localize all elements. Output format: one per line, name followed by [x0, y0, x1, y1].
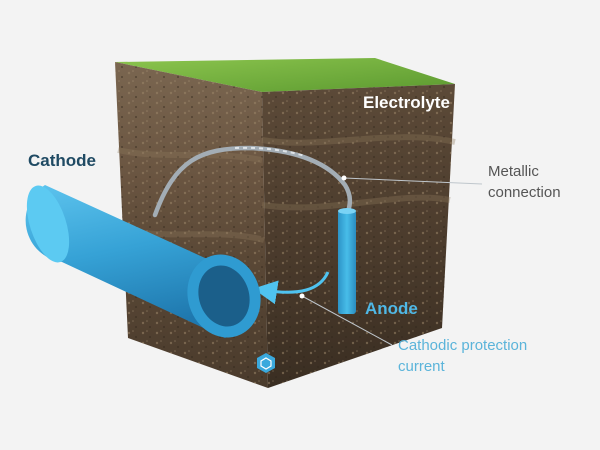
metallic-leader-line — [343, 177, 483, 185]
metallic-cable-dash — [234, 146, 306, 157]
metallic-connection-label-line1: Metallic — [488, 163, 539, 180]
metallic-connection-label-line2: connection — [488, 184, 561, 201]
soil-strata — [117, 134, 456, 243]
protection-current-label-line1: Cathodic protection — [398, 337, 527, 354]
anode-rod — [338, 208, 356, 314]
current-leader-dot — [299, 293, 305, 299]
cube-front-texture — [115, 62, 268, 388]
cathode-label: Cathode — [28, 151, 96, 170]
metallic-cable — [152, 145, 353, 218]
protection-current-arrow — [253, 271, 330, 305]
cathode-pipe — [25, 185, 261, 338]
protection-current-label-line2: current — [398, 358, 446, 375]
hexagon-logo-icon — [257, 353, 275, 373]
cube-top-grass — [115, 58, 455, 92]
current-leader-line — [301, 295, 393, 346]
metallic-leader-dot — [341, 175, 347, 181]
anode-label: Anode — [365, 299, 418, 318]
electrolyte-label: Electrolyte — [363, 93, 450, 112]
